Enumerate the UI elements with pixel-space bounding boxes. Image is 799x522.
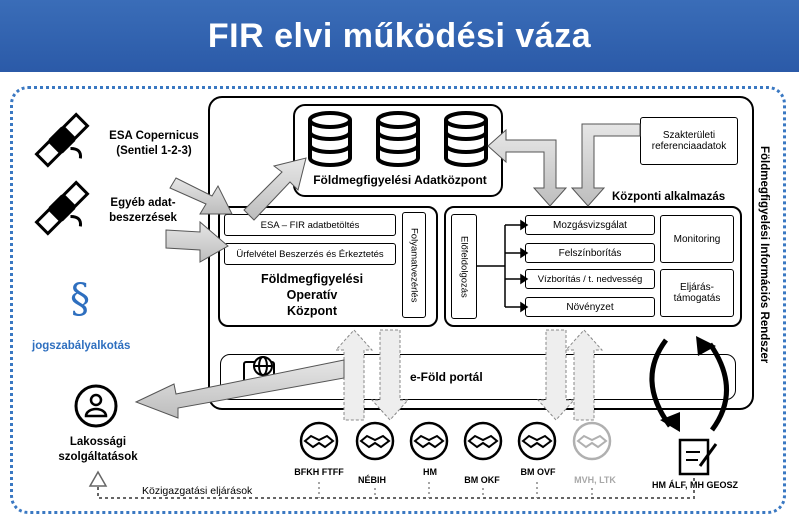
- agency-label-bfkh: BFKH FTFF: [294, 467, 344, 477]
- module-land-cover: Felszínborítás: [525, 243, 655, 263]
- reference-data-box: Szakterületi referenciaadatok: [640, 117, 738, 165]
- operative-name-line-3: Központ: [287, 304, 337, 318]
- central-app-label: Központi alkalmazás: [612, 191, 726, 203]
- preprocess-box: Előfeldolgozás: [451, 214, 477, 319]
- esa-line-1: ESA Copernicus: [109, 130, 199, 142]
- database-icon: [444, 111, 488, 167]
- module-water-cover: Vízborítás / t. nedvesség: [525, 269, 655, 289]
- esa-line-2: (Sentiel 1-2-3): [116, 145, 192, 157]
- operative-center-name: Földmegfigyelési Operatív Központ: [222, 271, 402, 319]
- other-source-label: Egyéb adat- beszerzések: [98, 196, 188, 226]
- reference-flow-arrow: [570, 123, 641, 207]
- process-control-box: Folyamatvezérlés: [402, 212, 426, 318]
- agency-label-bm-okf: BM OKF: [464, 475, 500, 485]
- agency-label-bm-ovf: BM OVF: [520, 467, 556, 477]
- public-line-1: Lakossági: [69, 436, 127, 448]
- reference-line-1: Szakterületi: [662, 130, 716, 141]
- datacenter-label: Földmegfigyelési Adatközpont: [313, 173, 487, 187]
- handshake-icon: [355, 421, 395, 461]
- esa-source-label: ESA Copernicus (Sentiel 1-2-3): [104, 129, 204, 159]
- handshake-icon: [517, 421, 557, 461]
- person-icon: [74, 384, 118, 428]
- page-title: FIR elvi működési váza: [0, 0, 799, 72]
- hm-cycle-arrowhead: [660, 412, 680, 432]
- satellite-icon: [34, 180, 90, 236]
- law-symbol: §: [70, 276, 90, 322]
- reference-line-2: referenciaadatok: [651, 141, 727, 152]
- operative-name-line-1: Földmegfigyelési: [260, 272, 364, 286]
- agency-label-nebih: NÉBIH: [357, 475, 386, 485]
- input-arrow: [165, 220, 229, 263]
- portal-dashed-arrows: [334, 329, 604, 421]
- support-line-1: Eljárás-: [680, 282, 714, 293]
- other-line-1: Egyéb adat-: [110, 197, 176, 209]
- public-services-label: Lakossági szolgáltatások: [48, 435, 148, 465]
- admin-arrowhead: [88, 470, 108, 487]
- handshake-icons: [299, 421, 612, 461]
- other-line-2: beszerzések: [109, 212, 177, 224]
- operative-name-line-2: Operatív: [286, 288, 338, 302]
- public-services-arrow: [134, 359, 345, 419]
- module-connector-lines: [477, 219, 529, 313]
- hm-cycle-arrow: [649, 338, 673, 428]
- hm-cycle-arrowhead: [696, 336, 716, 356]
- image-procurement-box: Ürfelvétel Beszerzés és Érkeztetés: [224, 243, 396, 265]
- document-pen-icon: [678, 438, 718, 476]
- handshake-icon: [409, 421, 449, 461]
- monitoring-box: Monitoring: [660, 215, 734, 263]
- agency-label-mvh: MVH, LTK: [574, 475, 616, 485]
- upload-arrow: [243, 157, 307, 221]
- procedure-support-box: Eljárás- támogatás: [660, 269, 734, 317]
- input-arrow: [169, 177, 233, 215]
- support-line-2: támogatás: [673, 293, 721, 304]
- public-line-2: szolgáltatások: [58, 451, 138, 463]
- law-label: jogszabályalkotás: [32, 340, 131, 352]
- datacenter-flow-arrow: [487, 128, 568, 207]
- database-icon: [308, 111, 352, 167]
- esa-fir-load-box: ESA – FIR adatbetöltés: [224, 214, 396, 236]
- database-icon: [376, 111, 420, 167]
- outer-dotted-frame: [10, 86, 786, 514]
- database-icons: [308, 111, 488, 167]
- agency-label-hm: HM: [423, 467, 437, 477]
- admin-procedures-arrow: [97, 478, 695, 499]
- handshake-icon: [463, 421, 503, 461]
- agency-dotted-links: [318, 482, 593, 498]
- handshake-icon: [299, 421, 339, 461]
- satellite-icon: [34, 112, 90, 168]
- portal-label: e-Föld portál: [410, 370, 483, 384]
- admin-procedures-label: Közigazgatási eljárások: [142, 485, 253, 497]
- handshake-icon: [572, 421, 612, 461]
- hm-cycle-arrow: [707, 342, 729, 432]
- system-label: Földmegfigyelési Információs Rendszer: [758, 146, 770, 364]
